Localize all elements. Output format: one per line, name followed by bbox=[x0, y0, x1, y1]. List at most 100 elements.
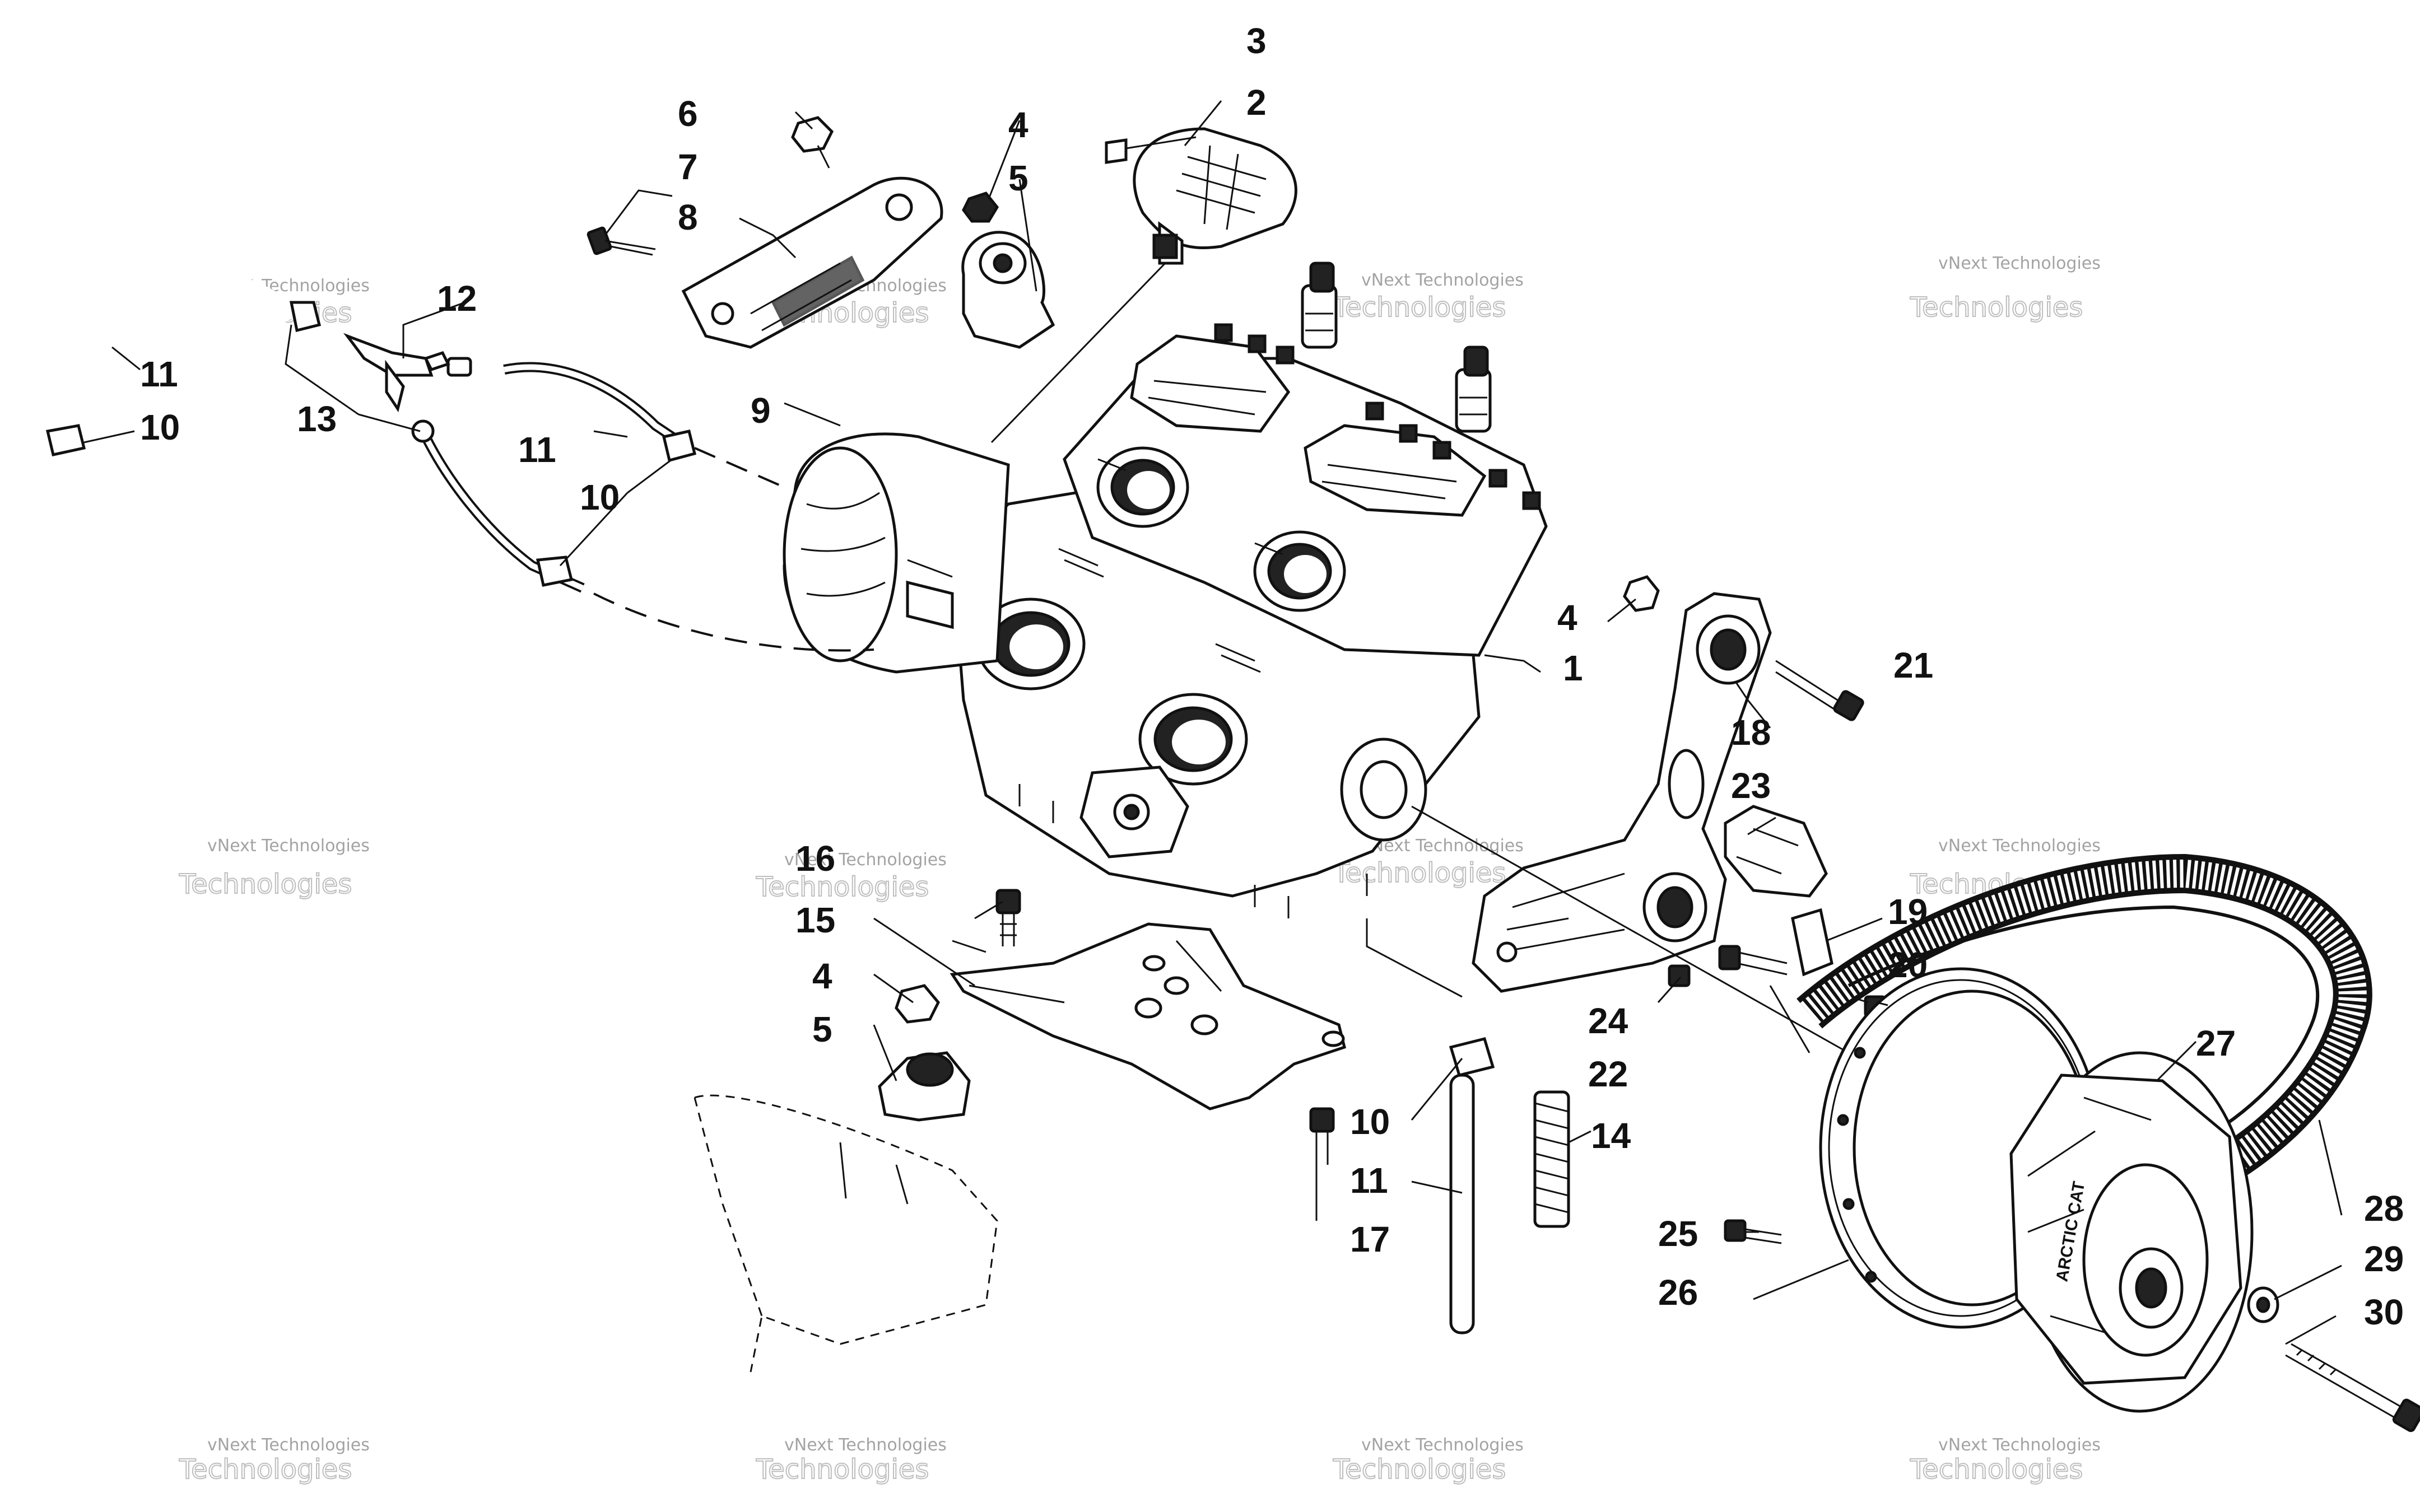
svg-text:Technologies: Technologies bbox=[756, 1454, 929, 1485]
watermark: vNext Technologies Technologies bbox=[178, 1435, 370, 1486]
watermark: vNext Technologies Technologies bbox=[1332, 270, 1524, 324]
head-fins bbox=[1148, 380, 1457, 500]
fuel-line-clamp-lower bbox=[536, 556, 574, 587]
drive-clutch: ARCTIC CAT bbox=[2009, 1051, 2254, 1413]
exhaust-port-lower-right bbox=[1138, 693, 1248, 786]
bracket-shim bbox=[1791, 908, 1833, 977]
bracket-nut bbox=[791, 116, 834, 169]
callout-7: 7 bbox=[678, 147, 698, 187]
fuel-line-clamp-mid bbox=[662, 430, 697, 463]
svg-text:Technologies: Technologies bbox=[179, 1454, 352, 1485]
svg-text:Technologies: Technologies bbox=[756, 871, 929, 903]
callout-5-lower: 5 bbox=[812, 1009, 832, 1049]
svg-text:vNext Technologies: vNext Technologies bbox=[784, 850, 947, 870]
svg-text:vNext Technologies: vNext Technologies bbox=[1938, 1435, 2101, 1455]
spark-plug-left bbox=[1301, 262, 1338, 349]
fuel-line-left bbox=[59, 265, 305, 432]
callout-2: 2 bbox=[1246, 82, 1267, 123]
callout-12: 12 bbox=[437, 278, 477, 319]
impulse-line bbox=[1366, 918, 1495, 1334]
plate-bolt bbox=[1309, 1107, 1335, 1165]
callout-22: 22 bbox=[1588, 1054, 1628, 1094]
clutch-washer bbox=[2247, 1286, 2279, 1323]
callout-4-right: 4 bbox=[1557, 598, 1577, 638]
callout-labels: 1 2 3 4 5 6 7 8 9 11 10 12 13 11 10 4 21… bbox=[140, 21, 2404, 1332]
callout-4-upper: 4 bbox=[1008, 105, 1028, 145]
svg-text:Technologies: Technologies bbox=[1910, 292, 2083, 323]
watermark: vNext Technologies Technologies bbox=[755, 1435, 947, 1486]
callout-3: 3 bbox=[1246, 21, 1267, 61]
callout-9: 9 bbox=[751, 390, 771, 431]
watermark: vNext Technologies Technologies bbox=[1909, 254, 2101, 324]
callout-28: 28 bbox=[2364, 1188, 2404, 1229]
oil-pump bbox=[1079, 766, 1189, 858]
starter-handle bbox=[990, 127, 1297, 444]
manifold-studs bbox=[1058, 458, 1283, 673]
spring bbox=[1533, 1090, 1570, 1228]
fuel-line-routing bbox=[593, 447, 874, 652]
callout-19: 19 bbox=[1888, 892, 1928, 932]
callout-26: 26 bbox=[1658, 1272, 1698, 1313]
svg-text:vNext Technologies: vNext Technologies bbox=[1938, 254, 2101, 273]
starter-rope-keeper bbox=[1105, 138, 1128, 164]
recoil-starter bbox=[783, 432, 1010, 674]
callout-13: 13 bbox=[297, 399, 337, 439]
callout-5-upper: 5 bbox=[1008, 158, 1028, 198]
bracket-nut-upper bbox=[1623, 575, 1660, 612]
callout-17: 17 bbox=[1350, 1219, 1390, 1259]
engine-assembly bbox=[951, 262, 1548, 918]
callout-16: 16 bbox=[795, 838, 835, 879]
mount-nut-upper bbox=[962, 192, 999, 223]
engine-mount-upper bbox=[961, 231, 1055, 349]
callout-6: 6 bbox=[678, 94, 698, 134]
watermark: vNext Technologies Technologies bbox=[1909, 1435, 2101, 1486]
callout-25: 25 bbox=[1658, 1214, 1698, 1254]
lower-engine-mount-plate bbox=[950, 922, 1346, 1110]
svg-text:Technologies: Technologies bbox=[1910, 1454, 2083, 1485]
upper-engine-bracket bbox=[681, 176, 943, 349]
callout-18: 18 bbox=[1731, 712, 1771, 753]
fuel-line-middle bbox=[503, 362, 692, 452]
callout-10-mid: 10 bbox=[580, 477, 620, 517]
callout-11-mid: 11 bbox=[518, 430, 556, 470]
svg-text:vNext Technologies: vNext Technologies bbox=[207, 1435, 370, 1455]
lower-mount-bolt bbox=[995, 889, 1021, 946]
fuel-fitting-small bbox=[411, 351, 450, 443]
callout-24: 24 bbox=[1588, 1001, 1628, 1041]
fuel-fitting-left bbox=[289, 301, 322, 333]
callout-21: 21 bbox=[1893, 645, 1933, 685]
callout-8: 8 bbox=[678, 197, 698, 237]
callout-1: 1 bbox=[1563, 648, 1583, 688]
callout-4-lower: 4 bbox=[812, 956, 832, 996]
intake-port-upper-left bbox=[1096, 446, 1189, 528]
leader-lines bbox=[83, 100, 2343, 1345]
svg-text:vNext Technologies: vNext Technologies bbox=[784, 1435, 947, 1455]
svg-text:vNext Technologies: vNext Technologies bbox=[1361, 270, 1524, 290]
head-bolts bbox=[1214, 323, 1541, 510]
callout-11-right: 11 bbox=[1350, 1160, 1388, 1201]
side-engine-bracket bbox=[1472, 592, 1772, 993]
callout-11-left: 11 bbox=[140, 354, 178, 394]
chassis-stud bbox=[839, 1142, 909, 1205]
fuel-line-lower bbox=[421, 434, 585, 593]
lower-mount-nut bbox=[895, 984, 940, 1024]
callout-14: 14 bbox=[1591, 1116, 1631, 1156]
bracket-bolt bbox=[587, 226, 656, 256]
callout-27: 27 bbox=[2196, 1023, 2236, 1063]
svg-text:vNext Technologies: vNext Technologies bbox=[1938, 836, 2101, 856]
fuel-tee-fitting bbox=[343, 333, 472, 413]
callout-10-left: 10 bbox=[140, 407, 180, 447]
engine-mount-lower bbox=[878, 1051, 971, 1122]
callout-29: 29 bbox=[2364, 1239, 2404, 1279]
clutch-bolt-small bbox=[1724, 1219, 1782, 1244]
exhaust-port-lower-left bbox=[976, 598, 1086, 690]
callout-30: 30 bbox=[2364, 1292, 2404, 1332]
callout-23: 23 bbox=[1731, 766, 1771, 806]
svg-text:vNext Technologies: vNext Technologies bbox=[1361, 1435, 1524, 1455]
engine-pto-boss bbox=[1340, 738, 1427, 842]
svg-text:vNext Technologies: vNext Technologies bbox=[207, 836, 370, 856]
callout-15: 15 bbox=[795, 900, 835, 940]
watermark: vNext Technologies Technologies bbox=[1332, 836, 1524, 889]
bracket-bolt-upper bbox=[1775, 660, 1864, 721]
watermark: vNext Technologies Technologies bbox=[178, 836, 370, 900]
